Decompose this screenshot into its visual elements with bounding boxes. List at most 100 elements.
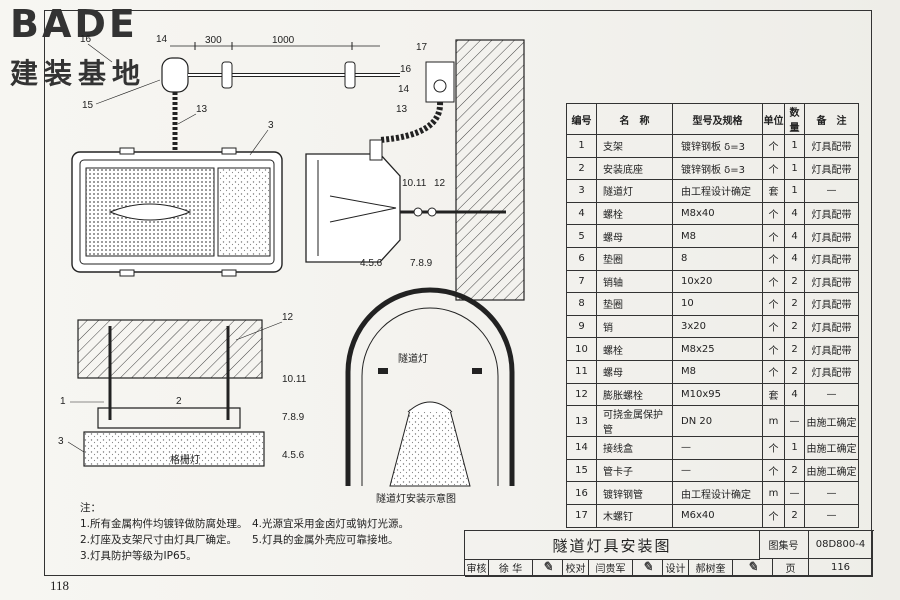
reviewer-name: 徐 华 xyxy=(489,559,533,577)
cell-name: 垫圈 xyxy=(596,246,673,271)
cell-quantity: 2 xyxy=(784,503,805,528)
header-name: 名 称 xyxy=(596,103,673,135)
side-tag-16: 16 xyxy=(400,64,412,75)
page-label: 页 xyxy=(773,559,809,577)
reviewer-signature: ✎ xyxy=(533,559,563,577)
cell-spec: M8 xyxy=(672,359,763,384)
front-tag-15: 15 xyxy=(82,100,94,111)
cell-name: 螺母 xyxy=(596,224,673,248)
cell-number: 3 xyxy=(566,179,597,203)
cell-spec: M10x95 xyxy=(672,382,763,407)
cell-unit: 个 xyxy=(762,292,785,316)
cell-quantity: 2 xyxy=(784,269,805,294)
ceiling-tag-4-5-6: 4.5.6 xyxy=(282,450,305,461)
cell-unit: 个 xyxy=(762,201,785,226)
cell-unit: 个 xyxy=(762,436,785,460)
header-quantity: 数量 xyxy=(784,103,805,135)
side-tag-13: 13 xyxy=(396,104,408,115)
ceiling-tag-2: 2 xyxy=(176,396,182,407)
cell-remark: 由施工确定 xyxy=(804,405,859,438)
front-tag-3: 3 xyxy=(268,120,274,131)
cell-remark: 灯具配带 xyxy=(804,246,859,271)
note-2: 2.灯座及支架尺寸由灯具厂确定。 xyxy=(80,534,238,546)
ceiling-tag-7-8-9: 7.8.9 xyxy=(282,412,305,423)
cell-quantity: 2 xyxy=(784,458,805,483)
front-tag-14: 14 xyxy=(156,34,168,45)
dimension-1000: 1000 xyxy=(272,35,295,46)
side-tag-4-5-6: 4.5.6 xyxy=(360,258,383,269)
cell-number: 9 xyxy=(566,314,597,339)
ceiling-tag-3: 3 xyxy=(58,436,64,447)
cell-spec: 10 xyxy=(672,292,763,316)
cell-number: 8 xyxy=(566,292,597,316)
ceiling-tag-1: 1 xyxy=(60,396,66,407)
fixture-label: 格栅灯 xyxy=(170,453,200,466)
cell-name: 隧道灯 xyxy=(596,179,673,203)
cell-quantity: 1 xyxy=(784,134,805,158)
tunnel-schematic: 隧道灯 隧道灯安装示意图 xyxy=(345,287,515,505)
header-spec: 型号及规格 xyxy=(672,103,763,135)
cell-number: 11 xyxy=(566,359,597,384)
side-tag-12: 12 xyxy=(434,178,446,189)
cell-number: 12 xyxy=(566,382,597,407)
cell-quantity: 4 xyxy=(784,201,805,226)
cell-unit: 个 xyxy=(762,458,785,483)
side-tag-14: 14 xyxy=(398,84,410,95)
check-label: 校对 xyxy=(563,559,589,577)
front-tag-16: 16 xyxy=(80,34,92,45)
cell-spec: M6x40 xyxy=(672,503,763,528)
cell-spec: M8 xyxy=(672,224,763,248)
ceiling-detail: 格栅灯 12 10.11 1 2 7.8.9 3 4.5.6 xyxy=(58,312,307,467)
cell-number: 15 xyxy=(566,458,597,483)
cell-unit: 个 xyxy=(762,224,785,248)
cell-quantity: 2 xyxy=(784,314,805,339)
atlas-number: 08D800-4 xyxy=(809,531,873,559)
cell-unit: m xyxy=(762,481,785,505)
cell-quantity: 2 xyxy=(784,359,805,384)
checker-signature: ✎ xyxy=(633,559,663,577)
cell-number: 1 xyxy=(566,134,597,158)
logo-brand-cn: 建装基地 xyxy=(10,57,147,90)
cell-name: 螺栓 xyxy=(596,337,673,361)
cell-name: 镀锌钢管 xyxy=(596,481,673,505)
cell-number: 7 xyxy=(566,269,597,294)
table-header-row: 编号 名 称 型号及规格 单位 数量 备 注 xyxy=(566,103,859,135)
cell-number: 6 xyxy=(566,246,597,271)
cell-number: 2 xyxy=(566,156,597,181)
cell-name: 支架 xyxy=(596,134,673,158)
designer-signature: ✎ xyxy=(733,559,773,577)
drawing-title: 隧道灯具安装图 xyxy=(465,531,760,560)
cell-spec: DN 20 xyxy=(672,405,763,438)
cell-remark: 灯具配带 xyxy=(804,337,859,361)
cell-unit: 个 xyxy=(762,246,785,271)
cell-quantity: 2 xyxy=(784,337,805,361)
cell-number: 4 xyxy=(566,201,597,226)
cell-remark: — xyxy=(804,481,859,505)
cell-quantity: 4 xyxy=(784,382,805,407)
cell-number: 16 xyxy=(566,481,597,505)
cell-name: 垫圈 xyxy=(596,292,673,316)
cell-quantity: 1 xyxy=(784,156,805,181)
cell-quantity: 1 xyxy=(784,179,805,203)
review-label: 审核 xyxy=(465,559,489,577)
cell-name: 木螺钉 xyxy=(596,503,673,528)
cell-name: 膨胀螺栓 xyxy=(596,382,673,407)
cell-unit: 套 xyxy=(762,179,785,203)
dimension-300: 300 xyxy=(205,35,222,46)
cell-number: 10 xyxy=(566,337,597,361)
cell-unit: 个 xyxy=(762,314,785,339)
side-view: 17 16 14 13 10.11 12 4.5.6 7.8.9 xyxy=(305,39,525,301)
header-unit: 单位 xyxy=(762,103,785,135)
cell-remark: — xyxy=(804,503,859,528)
